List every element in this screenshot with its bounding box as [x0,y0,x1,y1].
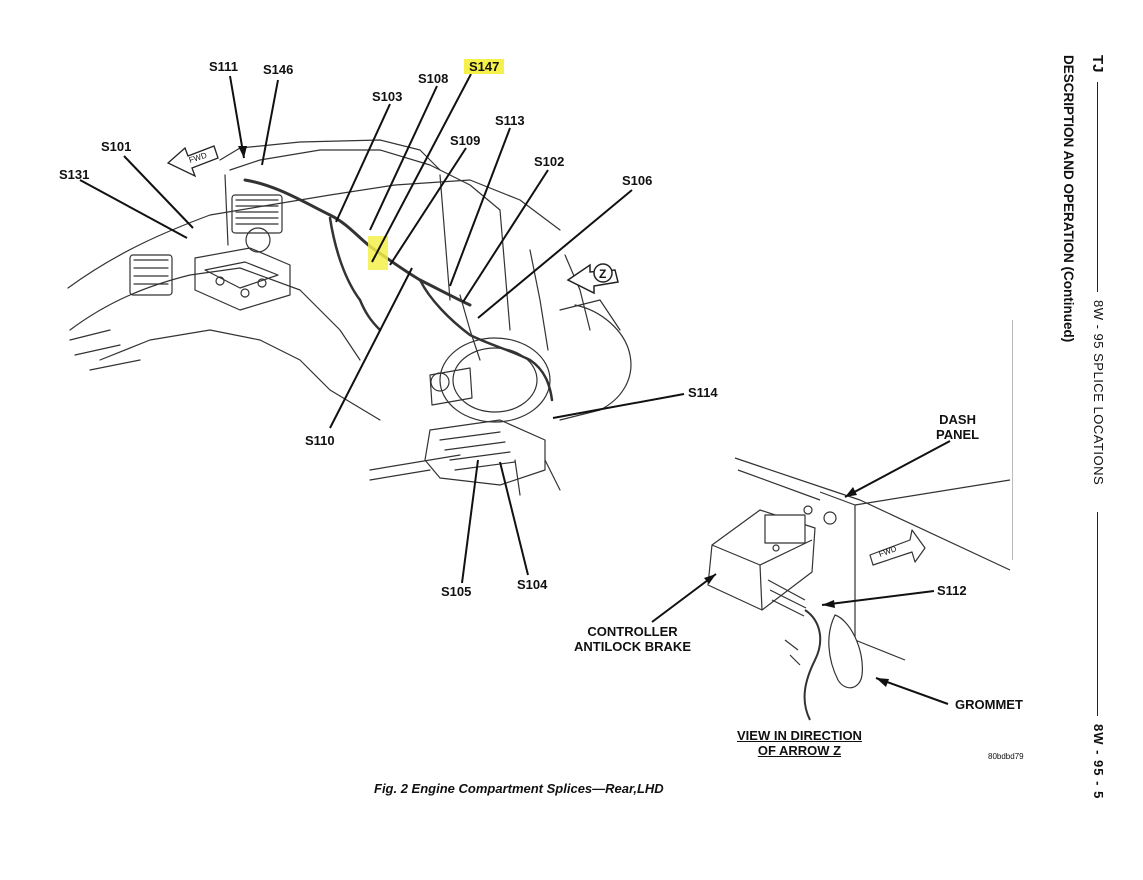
label-s102: S102 [534,154,565,169]
label-s106: S106 [622,173,653,188]
header-subtitle: DESCRIPTION AND OPERATION (Continued) [1061,55,1076,343]
label-controller-line1: CONTROLLER [587,624,678,639]
header-section: 8W - 95 SPLICE LOCATIONS [1091,300,1106,486]
arrow-z-icon [566,263,619,295]
power-distribution-center [231,194,283,234]
label-view-line1: VIEW IN DIRECTION [737,728,862,743]
firewall [224,174,511,331]
label-controller-line2: ANTILOCK BRAKE [574,638,691,654]
master-cylinder [429,367,473,406]
label-s108: S108 [418,71,449,86]
fwd-arrow-icon [166,145,219,178]
leader-lines [79,73,951,705]
label-s114: S114 [688,385,718,400]
arrow-z-label: Z [599,267,606,281]
label-s110: S110 [305,433,335,448]
label-s146: S146 [263,62,294,77]
margin-rule [1012,320,1013,560]
label-s147: S147 [464,59,505,75]
label-dash-panel-line1: DASH [939,412,976,427]
label-dash-panel: DASH PANEL [936,412,980,443]
fwd-arrow-inset-icon [869,529,926,566]
battery-tray [194,247,291,311]
wiring-harness [243,178,472,307]
header-page-number: 8W - 95 - 5 [1091,724,1106,800]
hydraulic-control-unit [424,419,546,486]
label-s113: S113 [495,113,525,128]
label-view-direction: VIEW IN DIRECTION OF ARROW Z [737,728,862,759]
label-s103: S103 [372,89,403,104]
figure-code: 80bdbd79 [988,752,1024,761]
fender-outline [67,179,561,289]
dash-panel-shape [819,479,1011,661]
s147-splice-highlight [368,236,388,270]
label-controller-antilock-brake: CONTROLLER ANTILOCK BRAKE [574,624,691,655]
fender-lower [69,267,361,361]
label-s147-highlighted-text: S147 [464,59,505,74]
label-s104: S104 [517,577,548,592]
label-s131: S131 [59,167,90,182]
label-s109: S109 [450,133,481,148]
label-grommet: GROMMET [955,697,1023,712]
header-rule-2 [1097,512,1098,716]
label-view-line2: OF ARROW Z [757,742,842,758]
label-s105: S105 [441,584,472,599]
header-model: TJ [1089,55,1106,73]
figure-caption: Fig. 2 Engine Compartment Splices—Rear,L… [374,781,664,796]
cowl-component [245,227,271,253]
label-s112: S112 [937,583,967,598]
frame-rail [99,329,381,421]
windshield-frame [219,139,441,171]
grommet-shape [828,614,863,689]
inset-view [707,457,1011,721]
label-s111: S111 [209,59,238,74]
label-dash-panel-line2: PANEL [936,426,980,442]
cowl-top [229,149,501,211]
brake-booster [439,337,551,423]
label-s101: S101 [101,139,132,154]
header-rule-1 [1097,82,1098,292]
